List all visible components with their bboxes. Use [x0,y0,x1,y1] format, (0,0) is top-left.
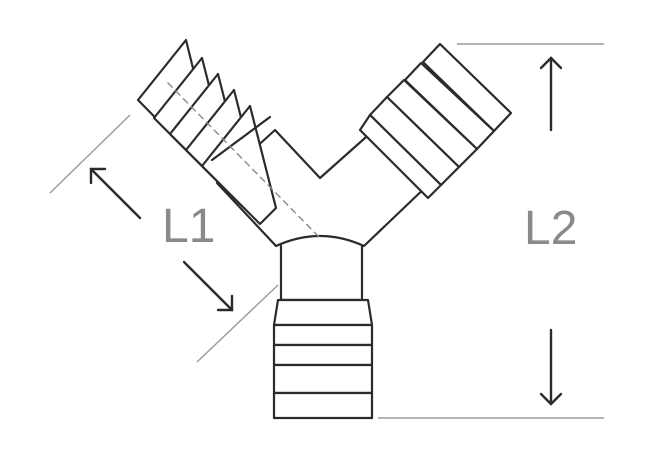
l1-arrow-down-right [182,260,234,312]
dimension-l1 [49,114,279,363]
bottom-barb-stem [272,244,374,420]
l1-arrow-up-left [89,167,142,220]
l1-arrowhead-down-right [216,294,234,312]
left-barb-branch [136,38,278,226]
l1-arrowhead-up-left [89,167,107,185]
l1-label: L1 [162,200,216,253]
l2-label: L2 [524,202,578,255]
l2-arrowhead-down [539,392,563,406]
flow-axis-dashed [167,82,323,241]
l2-arrowhead-up [539,56,563,70]
l1-extension-top [49,114,131,194]
right-barb-branch [358,42,513,200]
dimension-l2 [378,43,604,419]
l1-extension-bottom [196,284,279,363]
